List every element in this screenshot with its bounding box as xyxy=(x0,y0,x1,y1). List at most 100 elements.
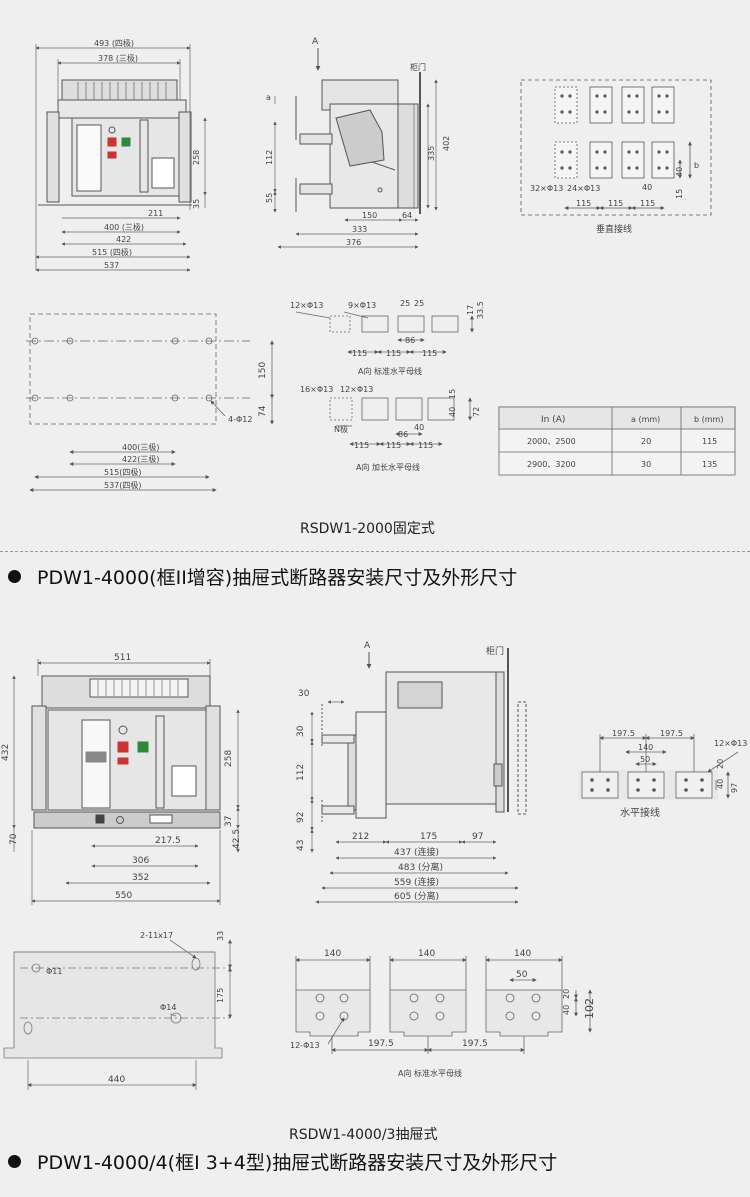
base-d74: 74 xyxy=(258,405,268,417)
dim-400: 400 (三极) xyxy=(104,222,144,232)
dim-550: 550 xyxy=(115,891,132,901)
dim-511: 511 xyxy=(114,653,131,663)
dim-211: 211 xyxy=(148,209,163,218)
dim-42-5: 42.5 xyxy=(232,829,242,849)
base-plan-2000 xyxy=(26,313,274,492)
caption-4000: RSDW1-4000/3抽屉式 xyxy=(289,1127,438,1143)
vertical-d15: 15 xyxy=(675,189,684,199)
dim-150: 150 xyxy=(362,211,377,220)
busbar3-d102: 102 xyxy=(583,998,596,1019)
dim-112: 112 xyxy=(296,764,306,781)
busbar1-d25b: 25 xyxy=(414,299,424,308)
view-arrow-a-2: A xyxy=(364,641,371,651)
dim-258: 258 xyxy=(192,150,201,165)
table-cell: 20 xyxy=(641,437,651,446)
busbar-extended-2000 xyxy=(329,397,472,446)
section-heading-2: PDW1-4000/4(框I 3+4型)抽屉式断路器安装尺寸及外形尺寸 xyxy=(0,1148,557,1175)
dim-432: 432 xyxy=(1,744,11,761)
busbar1-hole1: 12×Φ13 xyxy=(290,301,323,310)
dim-493: 493 (四极) xyxy=(94,38,134,48)
base-hole: 4-Φ12 xyxy=(228,415,252,424)
table-cell: 2000、2500 xyxy=(527,437,576,446)
vertical-wiring xyxy=(520,79,712,216)
dim-437: 437 (连接) xyxy=(394,846,439,858)
busbar2-d115c: 115 xyxy=(418,441,433,450)
front-view-2000 xyxy=(38,79,192,206)
table-cell: 135 xyxy=(702,460,717,469)
dim-30a: 30 xyxy=(298,689,310,699)
horiz-d140: 140 xyxy=(638,743,653,752)
door-label-2: 柜门 xyxy=(486,645,504,657)
horiz-hole: 12×Φ13 xyxy=(714,739,747,748)
busbar2-npole: N极 xyxy=(334,424,348,434)
base-d440: 440 xyxy=(108,1075,125,1085)
base-d515: 515(四极) xyxy=(104,467,142,477)
front-view-4000-dims xyxy=(12,659,240,905)
vertical-d40a: 40 xyxy=(642,183,652,192)
dim-376: 376 xyxy=(346,238,361,247)
horiz-d197-5b: 197.5 xyxy=(660,729,683,738)
busbar3-label: A向 标准水平母线 xyxy=(398,1068,462,1078)
dim-306: 306 xyxy=(132,856,149,866)
busbar2-hole2: 12×Φ13 xyxy=(340,385,373,394)
dim-112: 112 xyxy=(265,150,274,165)
base-d175: 175 xyxy=(216,988,225,1003)
base-d400: 400(三极) xyxy=(122,442,160,452)
table-cell: 115 xyxy=(702,437,717,446)
horiz-d40: 40 xyxy=(716,779,725,789)
dim-515: 515 (四极) xyxy=(92,247,132,257)
dim-a: a xyxy=(266,93,271,102)
section-heading-1-text: PDW1-4000(框II增容)抽屉式断路器安装尺寸及外形尺寸 xyxy=(37,567,518,589)
busbar1-label: A向 标准水平母线 xyxy=(358,366,422,376)
base-d150: 150 xyxy=(258,362,268,379)
side-view-2000 xyxy=(295,48,421,214)
busbar1-d115a: 115 xyxy=(352,349,367,358)
side-view-2000-dims xyxy=(273,79,438,249)
busbar-standard-4000 xyxy=(295,956,592,1054)
busbar3-d140a: 140 xyxy=(324,949,341,959)
vertical-d115b: 115 xyxy=(608,199,623,208)
busbar3-d50: 50 xyxy=(516,970,528,980)
busbar1-d25a: 25 xyxy=(400,299,410,308)
dim-537: 537 xyxy=(104,261,119,270)
dim-402: 402 xyxy=(442,136,451,151)
dim-212: 212 xyxy=(352,832,369,842)
caption-2000: RSDW1-2000固定式 xyxy=(300,521,435,537)
table-cell: 30 xyxy=(641,460,651,469)
dim-352: 352 xyxy=(132,873,149,883)
side-view-4000-dims xyxy=(310,700,519,904)
table-cell: 2900、3200 xyxy=(527,460,576,469)
table-header-in: In (A) xyxy=(541,415,565,425)
busbar2-d72: 72 xyxy=(472,407,481,417)
vertical-d40b: 40 xyxy=(675,167,684,177)
base-hole11: Φ11 xyxy=(46,967,62,976)
base-plan-4000 xyxy=(3,939,232,1090)
vertical-b: b xyxy=(694,161,699,170)
busbar-standard-2000 xyxy=(295,311,474,354)
busbar2-d86: 86 xyxy=(398,430,408,439)
vertical-wiring-label: 垂直接线 xyxy=(596,223,632,235)
dim-97: 97 xyxy=(472,832,483,842)
busbar2-label: A向 加长水平母线 xyxy=(356,462,420,472)
dim-35: 35 xyxy=(192,199,201,209)
table-header-b: b (mm) xyxy=(694,415,723,424)
horiz-d20: 20 xyxy=(716,759,725,769)
section-heading-1: PDW1-4000(框II增容)抽屉式断路器安装尺寸及外形尺寸 xyxy=(0,563,517,590)
horizontal-wiring-label: 水平接线 xyxy=(620,806,660,819)
dim-64: 64 xyxy=(402,211,412,220)
dim-258: 258 xyxy=(224,750,234,767)
dim-559: 559 (连接) xyxy=(394,876,439,888)
busbar3-d140c: 140 xyxy=(514,949,531,959)
busbar3-d20: 20 xyxy=(562,989,571,999)
base-d422: 422(三极) xyxy=(122,454,160,464)
busbar2-d40b: 40 xyxy=(414,423,424,432)
busbar3-d40: 40 xyxy=(562,1005,571,1015)
front-view-2000-dims xyxy=(35,44,207,272)
bullet-icon xyxy=(8,570,21,583)
door-label: 柜门 xyxy=(410,62,426,72)
dim-92: 92 xyxy=(296,812,306,823)
busbar2-d115a: 115 xyxy=(354,441,369,450)
dim-37: 37 xyxy=(224,816,234,827)
base-d537: 537(四极) xyxy=(104,480,142,490)
